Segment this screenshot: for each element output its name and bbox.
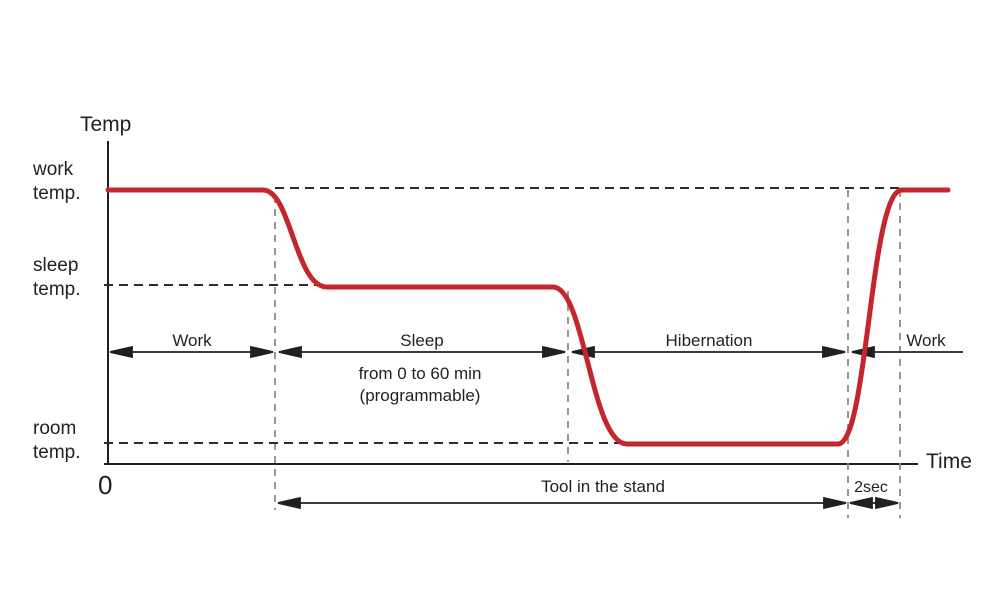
work1-right-arrowhead-icon [250, 345, 274, 359]
sleep-temp-label-line1: sleep [33, 255, 79, 276]
sleep-duration-note-line1: from 0 to 60 min [358, 364, 482, 383]
phase-label-hibernation: Hibernation [665, 331, 753, 350]
room-temp-label: room temp. [33, 417, 81, 465]
temperature-curve [105, 187, 951, 447]
x-axis-title: Time [926, 450, 972, 473]
reheat-time-label: 2sec [854, 479, 888, 496]
sleep-left-arrowhead-icon [278, 345, 302, 359]
phase-label-sleep: Sleep [400, 331, 444, 350]
phase-label-work1: Work [172, 331, 212, 350]
sleep-temp-label: sleep temp. [33, 254, 81, 302]
origin-label: 0 [98, 470, 113, 500]
y-axis-title: Temp [80, 113, 132, 136]
hibernation-right-arrowhead-icon [822, 345, 846, 359]
work-temp-label-line2: temp. [33, 183, 81, 204]
reheat-right-arrowhead-icon [875, 496, 899, 510]
work-temp-label-line1: work [33, 159, 74, 180]
stand-right-arrowhead-icon [823, 496, 847, 510]
sleep-right-arrowhead-icon [542, 345, 566, 359]
sleep-duration-note: from 0 to 60 min (programmable) [310, 363, 530, 407]
sleep-duration-note-line2: (programmable) [359, 386, 481, 405]
room-temp-label-line2: temp. [33, 442, 81, 463]
sleep-temp-label-line2: temp. [33, 279, 81, 300]
stand-label: Tool in the stand [541, 477, 665, 496]
bottom-span-arrows [277, 496, 899, 510]
work-temp-label: work temp. [33, 158, 81, 206]
phase-label-work2: Work [906, 331, 946, 350]
room-temp-label-line1: room [33, 418, 77, 439]
phase-span-arrows [109, 345, 963, 359]
stand-left-arrowhead-icon [277, 496, 301, 510]
work1-left-arrowhead-icon [109, 345, 133, 359]
reheat-left-arrowhead-icon [849, 496, 873, 510]
